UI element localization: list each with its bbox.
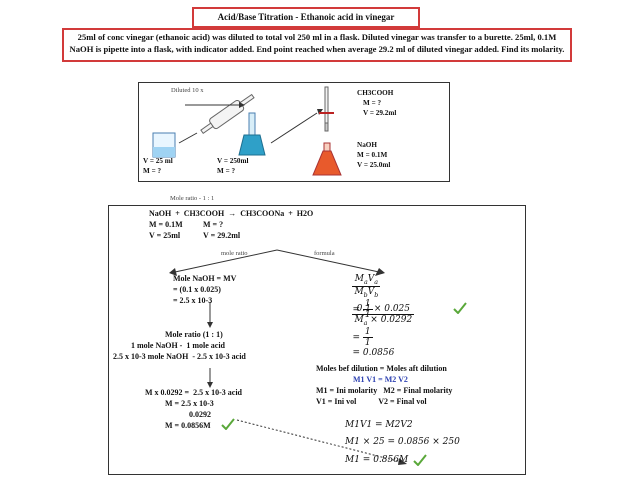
diluted-label: Diluted 10 x [171, 87, 204, 94]
dilution-def-2: V1 = Ini vol V2 = Final vol [316, 397, 427, 406]
calc-line-2: M = 2.5 x 10-3 [165, 399, 214, 408]
dilution-title: Moles bef dilution = Moles aft dilution [316, 364, 447, 373]
solution-arrows [169, 249, 407, 465]
burette-formula: CH3COOH [357, 89, 394, 97]
page-title: Acid/Base Titration - Ethanoic acid in v… [192, 7, 420, 28]
ratio-line-2: 2.5 x 10-3 mole NaOH - 2.5 x 10-3 acid [113, 352, 246, 361]
final-eq-3: M1 = 0.856M [345, 455, 409, 465]
pipette-icon [200, 93, 255, 135]
calc-line-4: M = 0.0856M [165, 421, 211, 430]
naoh-molarity: M = 0.1M [357, 151, 388, 159]
mole-naoh: Mole NaOH = MV [173, 274, 237, 283]
branch-formula: formula [314, 250, 335, 257]
ratio-title: Mole ratio (1 : 1) [165, 330, 223, 339]
naoh-label: NaOH [357, 141, 377, 149]
beaker-molarity: M = ? [143, 167, 162, 175]
dilution-equation: M1 V1 = M2 V2 [353, 375, 408, 384]
beaker-icon [152, 132, 176, 158]
calc-line-3: 0.0292 [189, 410, 211, 419]
branch-mole-ratio: mole ratio [221, 250, 248, 257]
mole-ratio-caption: Mole ratio - 1 : 1 [170, 195, 215, 202]
apparatus-drawing [152, 86, 342, 176]
acid-given-molarity: M = ? [203, 220, 224, 229]
naoh-given-volume: V = 25ml [149, 231, 181, 240]
check-icon [221, 418, 235, 430]
flask-molarity: M = ? [217, 167, 236, 175]
solution-panel: NaOH + CH3COOH → CH3COONa + H2O M = 0.1M… [108, 205, 526, 475]
problem-statement: 25ml of conc vinegar (ethanoic acid) was… [62, 28, 572, 62]
check-icon [453, 302, 467, 314]
flask-volume: V = 250ml [217, 157, 249, 165]
burette-molarity: M = ? [363, 99, 382, 107]
mole-calc: = (0.1 x 0.025) [173, 285, 221, 294]
naoh-volume: V = 25.0ml [357, 161, 391, 169]
reaction-equation: NaOH + CH3COOH → CH3COONa + H2O [149, 209, 314, 218]
calc-line-1: M x 0.0292 = 2.5 x 10-3 acid [145, 388, 242, 397]
check-icon [413, 454, 427, 466]
acid-given-volume: V = 29.2ml [203, 231, 241, 240]
final-eq-1: M1V1 = M2V2 [345, 420, 413, 430]
apparatus-diagram: Diluted 10 x V = 25 ml M = ? V = 250ml M… [138, 82, 450, 182]
conical-flask-icon [312, 142, 342, 176]
burette-volume: V = 29.2ml [363, 109, 397, 117]
ratio-line-1: 1 mole NaOH - 1 mole acid [131, 341, 225, 350]
burette-icon [319, 86, 334, 132]
naoh-given-molarity: M = 0.1M [149, 220, 183, 229]
beaker-volume: V = 25 ml [143, 157, 173, 165]
volumetric-flask-icon [238, 112, 266, 156]
formula-result: 0.0856 [362, 347, 395, 358]
final-eq-2: M1 × 25 = 0.0856 × 250 [345, 437, 460, 447]
mole-result: = 2.5 x 10-3 [173, 296, 213, 305]
dilution-def-1: M1 = Ini molarity M2 = Final molarity [316, 386, 453, 395]
